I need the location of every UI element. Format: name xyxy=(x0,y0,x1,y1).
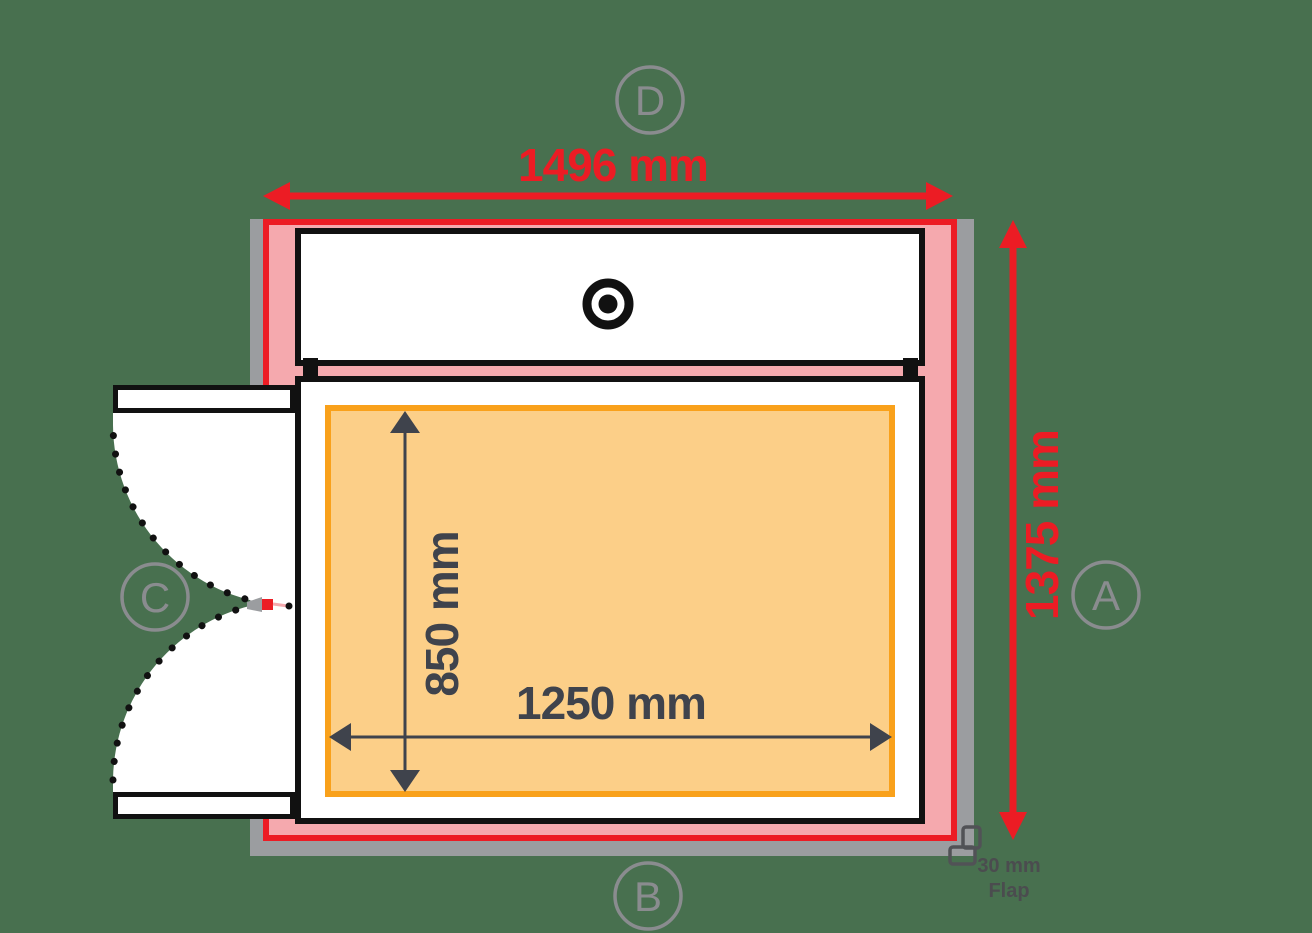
pivot-gray-layer xyxy=(247,597,262,612)
inner-width-dimension-label: 1250 mm xyxy=(516,677,706,729)
arrowhead-down xyxy=(999,812,1027,840)
flap-tab-horizontal xyxy=(948,845,977,866)
arrowhead-down xyxy=(390,770,420,792)
flap-bottom-edge-bar xyxy=(113,792,295,819)
marker-a-label: A xyxy=(1092,572,1120,619)
flap-swing-path-top xyxy=(109,421,267,607)
arrowhead-left xyxy=(263,182,290,210)
flap-top-edge-bar xyxy=(113,385,295,413)
inner-height-dimension-arrow xyxy=(390,411,420,792)
outer-width-dimension-arrow xyxy=(263,182,953,210)
pivot-dot xyxy=(285,602,293,610)
flap-swing-path-bottom xyxy=(109,599,267,784)
marker-a: A xyxy=(1071,560,1141,630)
arrowhead-right xyxy=(926,182,953,210)
target-ring xyxy=(582,278,634,330)
safe-print-area xyxy=(325,405,895,797)
marker-b-label: B xyxy=(634,873,662,920)
marker-d-circle xyxy=(615,65,685,135)
flap-corner-tabs xyxy=(948,825,982,866)
outer-height-dimension-label: 1375 mm xyxy=(1016,430,1068,620)
flap-pivot-detail xyxy=(247,597,293,612)
pivot-red-layer xyxy=(262,599,273,610)
marker-c-circle xyxy=(120,562,190,632)
inner-width-dimension-arrow xyxy=(329,723,892,751)
marker-d-label: D xyxy=(635,77,665,124)
target-dot xyxy=(598,294,618,314)
outer-height-dimension-arrow xyxy=(999,220,1027,840)
arrowhead-up xyxy=(390,411,420,433)
hinge-tab-left xyxy=(303,358,318,381)
outer-width-dimension-label: 1496 mm xyxy=(518,139,708,191)
registration-target-icon xyxy=(582,278,634,330)
inner-height-dimension-label: 850 mm xyxy=(416,531,468,696)
side-flap-profile xyxy=(113,412,295,792)
hinge-tab-right xyxy=(903,358,918,381)
flap-note-line2: Flap xyxy=(988,880,1029,902)
marker-a-circle xyxy=(1071,560,1141,630)
marker-b: B xyxy=(613,861,683,931)
flap-note-line1: 30 mm xyxy=(977,855,1040,877)
pivot-pink-layer xyxy=(272,602,289,608)
marker-b-circle xyxy=(613,861,683,931)
marker-c: C xyxy=(120,562,190,632)
marker-d: D xyxy=(615,65,685,135)
arrowhead-right xyxy=(870,723,892,751)
arrowhead-left xyxy=(329,723,351,751)
lid-panel xyxy=(295,228,925,366)
arrowhead-up xyxy=(999,220,1027,248)
marker-c-label: C xyxy=(140,574,170,621)
